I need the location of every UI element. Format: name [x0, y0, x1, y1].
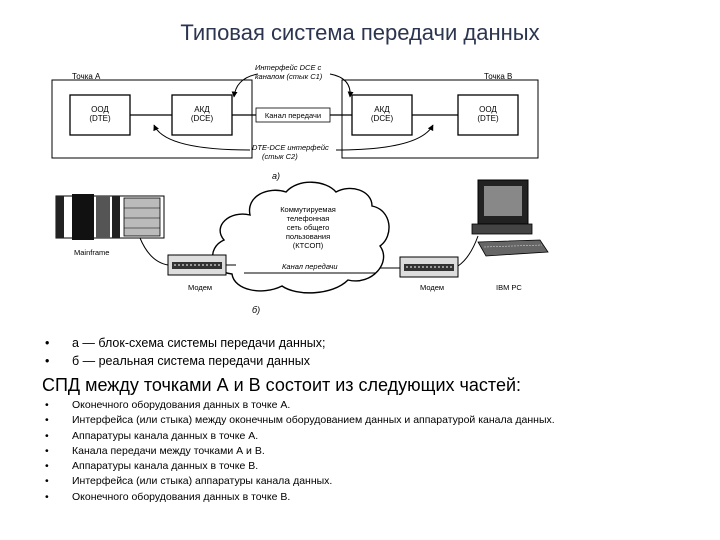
c2-arrow-left — [153, 124, 251, 151]
ood-right-title: ООД — [479, 105, 497, 114]
point-b-frame — [341, 79, 539, 159]
list-item: Оконечного оборудования данных в точке А… — [45, 398, 555, 414]
network-line-1: Коммутируемая — [280, 205, 336, 214]
modem-left-label: Модем — [188, 283, 212, 292]
pc-icon — [471, 179, 549, 257]
list-item: Оконечного оборудования данных в точке В… — [45, 490, 555, 506]
point-a-frame — [51, 79, 253, 159]
channel-label-b: Канал передачи — [282, 262, 338, 271]
slide-title: Типовая система передачи данных — [180, 20, 540, 45]
ood-left-title: ООД — [91, 105, 109, 114]
ood-left-sub: (DTE) — [89, 114, 111, 123]
list-item: Аппаратуры канала данных в точке А. — [45, 429, 555, 445]
list-item: Аппаратуры канала данных в точке В. — [45, 459, 555, 475]
network-line-5: (КТСОП) — [293, 241, 324, 250]
mainframe-label: Mainframe — [74, 248, 109, 257]
channel-label-box — [255, 107, 331, 123]
mainframe-icon — [55, 194, 165, 240]
c1-arrow-left — [231, 73, 259, 98]
network-line-4: пользования — [286, 232, 330, 241]
list-item: Интерфейса (или стыка) между оконечным о… — [45, 413, 555, 429]
akd-left-sub: (DCE) — [191, 114, 214, 123]
data-transmission-diagram: Точка А Точка В Интерфейс DCE с каналом … — [51, 63, 549, 315]
diagram-b-label: б) — [252, 305, 260, 315]
point-b-label: Точка В — [484, 72, 512, 81]
cable-mainframe-modem — [139, 237, 169, 266]
section-heading: СПД между точками А и В состоит из следу… — [42, 375, 522, 395]
akd-right-sub: (DCE) — [371, 114, 394, 123]
caption-item: а — блок-схема системы передачи данных; — [45, 334, 325, 352]
interface-c2-label-2: (стык С2) — [262, 152, 298, 161]
akd-left-title: АКД — [194, 105, 210, 114]
interface-c1-label: Интерфейс DCE с — [255, 63, 322, 72]
caption-item: б — реальная система передачи данных — [45, 352, 325, 370]
ood-right-sub: (DTE) — [477, 114, 499, 123]
diagram-a: Точка А Точка В Интерфейс DCE с каналом … — [51, 63, 539, 181]
modem-right-icon — [399, 256, 459, 278]
point-a-label: Точка А — [72, 72, 101, 81]
network-line-3: сеть общего — [287, 223, 330, 232]
modem-right-label: Модем — [420, 283, 444, 292]
cable-modem-pc — [457, 235, 479, 267]
parts-list: Оконечного оборудования данных в точке А… — [45, 398, 555, 505]
channel-label: Канал передачи — [265, 111, 321, 120]
pc-label: IBM PC — [496, 283, 522, 292]
network-line-2: телефонная — [287, 214, 330, 223]
interface-c2-label: DTE-DCE интерфейс — [252, 143, 329, 152]
interface-c1-label-2: каналом (стык С1) — [255, 72, 323, 81]
diagram-b: Коммутируемая телефонная сеть общего пол… — [55, 179, 549, 315]
akd-right-title: АКД — [374, 105, 390, 114]
ood-left-box — [69, 94, 131, 136]
modem-left-icon — [167, 254, 227, 276]
list-item: Интерфейса (или стыка) аппаратуры канала… — [45, 474, 555, 490]
c2-arrow-right — [335, 124, 434, 151]
diagram-a-label: а) — [272, 171, 280, 181]
list-item: Канала передачи между точками А и В. — [45, 444, 555, 460]
diagram-captions: а — блок-схема системы передачи данных; … — [45, 334, 325, 370]
c1-arrow-right — [329, 73, 354, 98]
